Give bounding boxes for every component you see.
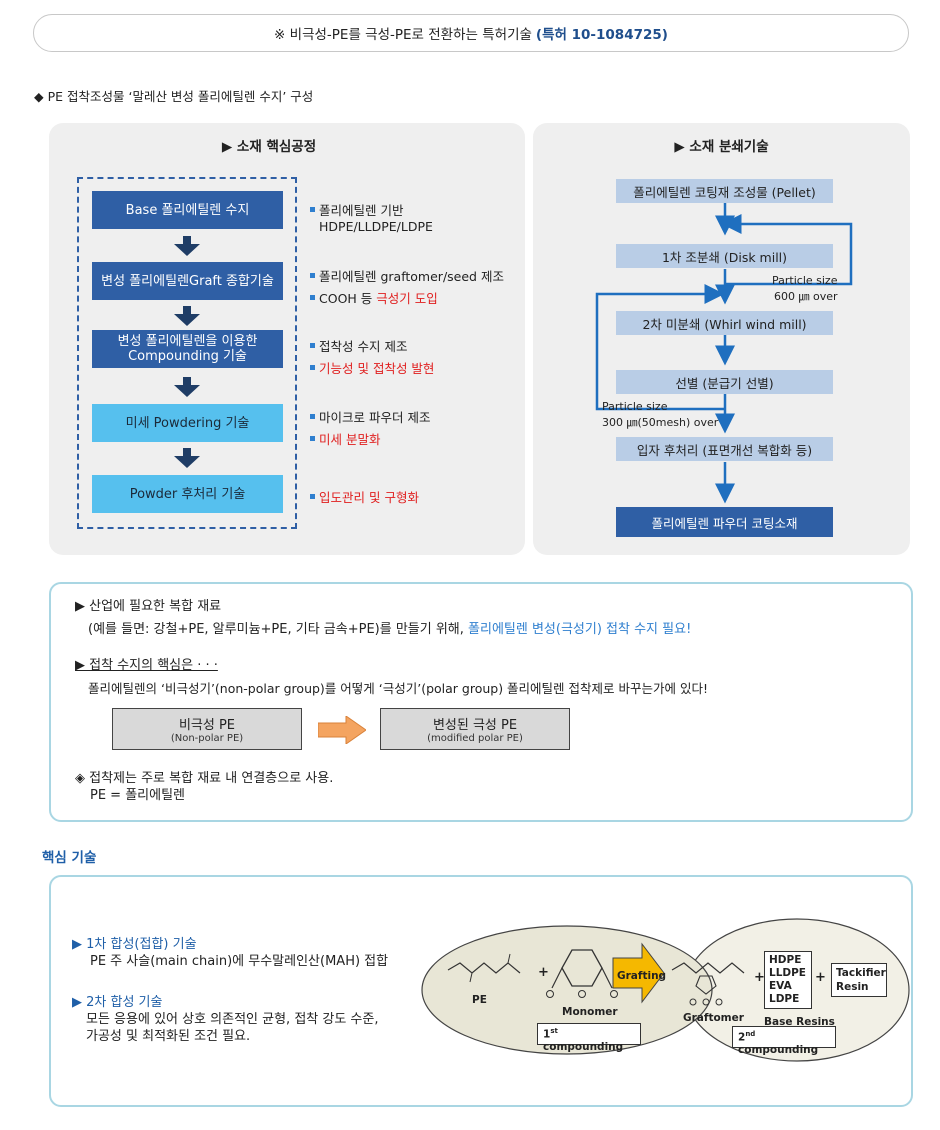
- step-final-product: 폴리에틸렌 파우더 코팅소재: [616, 507, 833, 537]
- plus-sign: +: [754, 970, 765, 985]
- base-resins-label: Base Resins: [764, 1016, 835, 1028]
- first-compounding-box: 1st compounding: [537, 1023, 641, 1053]
- step-particle-treatment: 입자 후처리 (표면개선 복합화 등): [616, 437, 833, 461]
- down-arrow-icon: [174, 377, 200, 397]
- note-powdering: 마이크로 파우더 제조 미세 분말화: [310, 407, 430, 451]
- core-process-title: ▶ 소재 핵심공정: [221, 139, 317, 155]
- info-card: [49, 582, 913, 822]
- right-arrow-icon: [318, 716, 366, 744]
- grinding-flow-lines: [595, 203, 853, 504]
- note-post: 입도관리 및 구형화: [310, 490, 419, 506]
- step-whirl-mill: 2차 미분쇄 (Whirl wind mill): [616, 311, 833, 335]
- second-compounding-box: 2nd compounding: [732, 1026, 836, 1056]
- dashed-frame: [77, 177, 297, 529]
- core-tech-title: 핵심 기술: [42, 850, 97, 866]
- bullet-icon: [310, 295, 315, 300]
- patent-banner: ※ 비극성-PE를 극성-PE로 전환하는 특허기술 (특허 10-108472…: [33, 14, 909, 52]
- bullet-icon: [310, 436, 315, 441]
- graftomer-label: Graftomer: [683, 1012, 744, 1024]
- bullet-icon: [310, 414, 315, 419]
- down-arrow-icon: [174, 306, 200, 326]
- step-classifier: 선별 (분급기 선별): [616, 370, 833, 394]
- info-p1: ▶ 산업에 필요한 복합 재료 (예를 들면: 강철+PE, 알루미늄+PE, …: [75, 599, 692, 637]
- info-note: ◈ 접착제는 주로 복합 재료 내 연결층으로 사용. PE = 폴리에틸렌: [75, 771, 334, 803]
- bullet-icon: [310, 207, 315, 212]
- banner-text: ※ 비극성-PE를 극성-PE로 전환하는 특허기술: [274, 27, 532, 43]
- step-graft: 변성 폴리에틸렌Graft 종합기술: [92, 262, 283, 300]
- polar-pe-box: 변성된 극성 PE (modified polar PE): [380, 708, 570, 750]
- step-disk-mill: 1차 조분쇄 (Disk mill): [616, 244, 833, 268]
- core-tech-2: ▶ 2차 합성 기술 모든 응용에 있어 상호 의존적인 균형, 접착 강도 수…: [72, 995, 379, 1044]
- note-compounding: 접착성 수지 제조 기능성 및 접착성 발현: [310, 336, 434, 380]
- grinding-title: ▶ 소재 분쇄기술: [674, 139, 769, 155]
- patent-number: (특허 10-1084725): [535, 27, 668, 43]
- grafting-label: Grafting: [617, 970, 667, 982]
- tackifier-box: Tackifier Resin: [831, 963, 887, 997]
- note-graft: 폴리에틸렌 graftomer/seed 제조 COOH 등 극성기 도입: [310, 266, 504, 310]
- step-base-pe: Base 폴리에틸렌 수지: [92, 191, 283, 229]
- step-powdering: 미세 Powdering 기술: [92, 404, 283, 442]
- bullet-icon: [310, 365, 315, 370]
- down-arrow-icon: [174, 236, 200, 256]
- plus-sign: +: [815, 970, 826, 985]
- particle-size-label-2: Particle size 300 ㎛(50mesh) over: [602, 400, 719, 429]
- section-title: ◆ PE 접착조성물 ‘말레산 변성 폴리에틸렌 수지’ 구성: [34, 89, 314, 104]
- pe-label: PE: [472, 994, 487, 1006]
- down-arrow-icon: [174, 448, 200, 468]
- info-p2: ▶ 접착 수지의 핵심은 · · · 폴리에틸렌의 ‘비극성기’(non-pol…: [75, 658, 708, 696]
- step-compounding: 변성 폴리에틸렌을 이용한 Compounding 기술: [92, 330, 283, 368]
- resin-list-box: HDPE LLDPE EVA LDPE: [764, 951, 812, 1009]
- nonpolar-pe-box: 비극성 PE (Non-polar PE): [112, 708, 302, 750]
- particle-size-label-1: Particle size 600 ㎛ over: [772, 274, 838, 303]
- step-post-treatment: Powder 후처리 기술: [92, 475, 283, 513]
- bullet-icon: [310, 494, 315, 499]
- note-base: 폴리에틸렌 기반 HDPE/LLDPE/LDPE: [310, 203, 433, 235]
- step-pellet: 폴리에틸렌 코팅재 조성물 (Pellet): [616, 179, 833, 203]
- plus-sign: +: [538, 965, 549, 980]
- monomer-label: Monomer: [562, 1006, 618, 1018]
- bullet-icon: [310, 343, 315, 348]
- bullet-icon: [310, 273, 315, 278]
- core-tech-1: ▶ 1차 합성(접합) 기술 PE 주 사슬(main chain)에 무수말레…: [72, 937, 389, 969]
